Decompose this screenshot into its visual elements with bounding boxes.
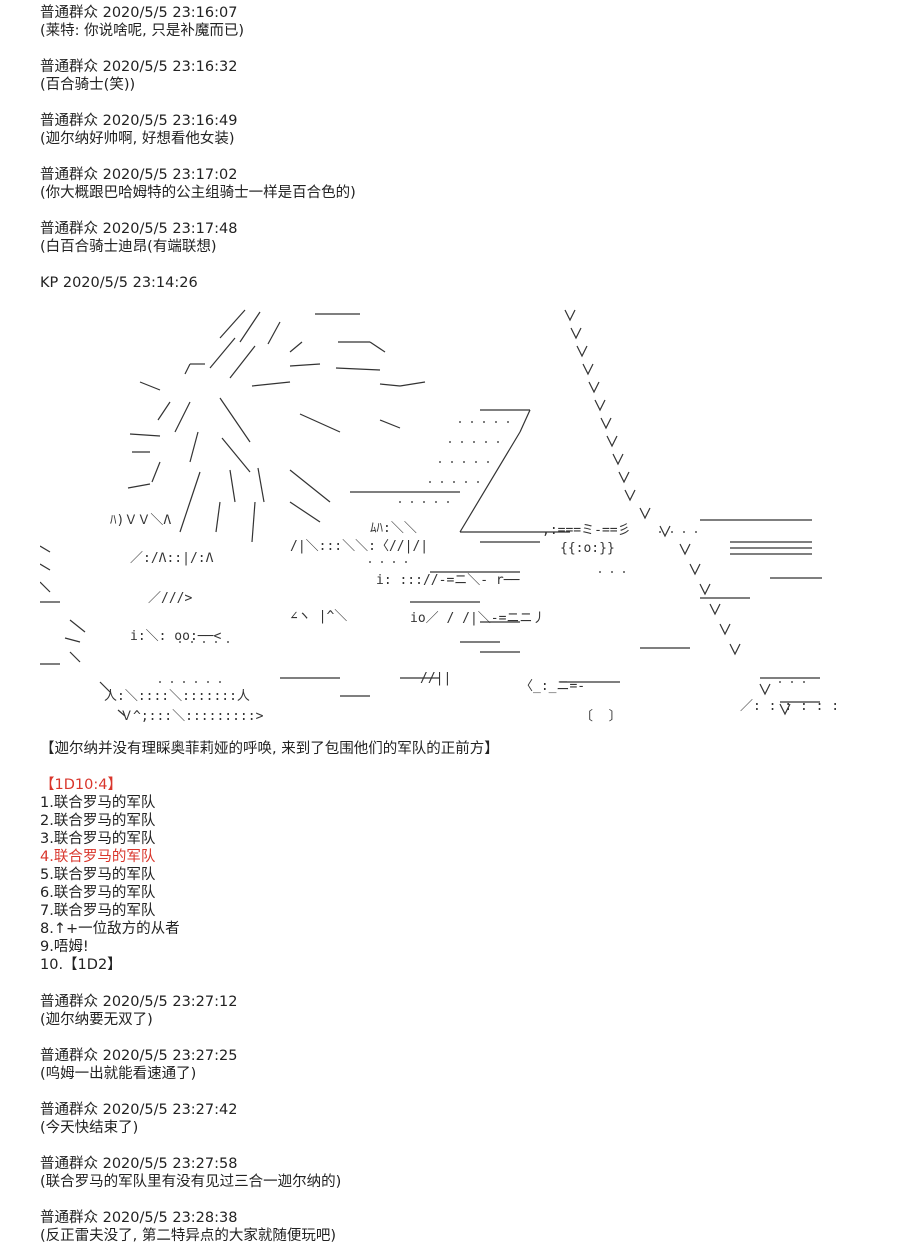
chat-message: 普通群众 2020/5/5 23:16:07 (莱特: 你说啥呢, 只是补魔而已… bbox=[40, 4, 880, 40]
narration-text: 【迦尔纳并没有理睬奥菲莉娅的呼唤, 来到了包围他们的军队的正前方】 bbox=[40, 741, 499, 757]
list-item: 6.联合罗马的军队 bbox=[40, 885, 156, 901]
svg-text:io／ / /|＼-=ニニ丿: io／ / /|＼-=ニニ丿 bbox=[410, 611, 545, 626]
message-header: 普通群众 2020/5/5 23:27:25 bbox=[40, 1048, 238, 1064]
list-item: 7.联合罗马的军队 bbox=[40, 903, 156, 919]
svg-text:{{:o:}}: {{:o:}} bbox=[560, 541, 615, 556]
svg-text:／///>: ／///> bbox=[148, 591, 192, 606]
message-text: (反正雷夫没了, 第二特异点的大家就随便玩吧) bbox=[40, 1228, 337, 1244]
message-header: 普通群众 2020/5/5 23:17:48 bbox=[40, 221, 238, 237]
svg-text:i:＼: oo:──<: i:＼: oo:──< bbox=[130, 629, 221, 644]
chat-log-bottom: 普通群众 2020/5/5 23:27:12 (迦尔纳要无双了) 普通群众 20… bbox=[40, 993, 880, 1245]
svg-text://||: //|| bbox=[420, 671, 451, 686]
list-item: 2.联合罗马的军队 bbox=[40, 813, 156, 829]
chat-message: 普通群众 2020/5/5 23:27:42 (今天快结束了) bbox=[40, 1101, 880, 1137]
chat-log-top: 普通群众 2020/5/5 23:16:07 (莱特: 你说啥呢, 只是补魔而已… bbox=[40, 4, 880, 292]
list-item: 5.联合罗马的军队 bbox=[40, 867, 156, 883]
svg-text:ﾑﾊ:＼＼: ﾑﾊ:＼＼ bbox=[370, 521, 417, 536]
ascii-art-illustration: ﾊ)ＶＶ＼Λ ／:/Λ::|/:Λ ／///> i:＼: oo:──< 人:＼:… bbox=[40, 309, 839, 722]
message-header: 普通群众 2020/5/5 23:27:58 bbox=[40, 1156, 238, 1172]
message-header: 普通群众 2020/5/5 23:16:49 bbox=[40, 113, 238, 129]
message-header: 普通群众 2020/5/5 23:17:02 bbox=[40, 167, 238, 183]
message-header: 普通群众 2020/5/5 23:28:38 bbox=[40, 1210, 238, 1226]
svg-text:/|＼:::＼＼:〈//|/|: /|＼:::＼＼:〈//|/| bbox=[290, 539, 428, 554]
figure-shield bbox=[350, 409, 540, 603]
chat-message: 普通群众 2020/5/5 23:17:02 (你大概跟巴哈姆特的公主组骑士一样… bbox=[40, 166, 880, 202]
message-text: (迦尔纳要无双了) bbox=[40, 1012, 153, 1028]
spear-shaft bbox=[540, 519, 822, 703]
message-text: (你大概跟巴哈姆特的公主组骑士一样是百合色的) bbox=[40, 185, 356, 201]
svg-text:Ｖ^;:::＼:::::::::>: Ｖ^;:::＼:::::::::> bbox=[120, 709, 264, 722]
list-item: 10.【1D2】 bbox=[40, 957, 122, 973]
svg-text:,:===ミ-==彡: ,:===ミ-==彡 bbox=[542, 523, 631, 538]
svg-text:／: : : : : :: ／: : : : : : bbox=[740, 699, 839, 714]
chat-message: 普通群众 2020/5/5 23:16:49 (迦尔纳好帅啊, 好想看他女装) bbox=[40, 112, 880, 148]
message-text: (莱特: 你说啥呢, 只是补魔而已) bbox=[40, 23, 245, 39]
chat-message: 普通群众 2020/5/5 23:28:38 (反正雷夫没了, 第二特异点的大家… bbox=[40, 1209, 880, 1245]
svg-text:∠ヽ |^＼: ∠ヽ |^＼ bbox=[290, 609, 347, 624]
message-text: (呜姆一出就能看速通了) bbox=[40, 1066, 197, 1082]
message-text: (白百合骑士迪昂(有端联想) bbox=[40, 239, 217, 255]
chat-message: 普通群众 2020/5/5 23:27:58 (联合罗马的军队里有没有见过三合一… bbox=[40, 1155, 880, 1191]
list-item: 1.联合罗马的军队 bbox=[40, 795, 156, 811]
kp-header: KP 2020/5/5 23:14:26 bbox=[40, 275, 198, 291]
chat-message: 普通群众 2020/5/5 23:17:48 (白百合骑士迪昂(有端联想) bbox=[40, 220, 880, 256]
message-header: 普通群众 2020/5/5 23:16:07 bbox=[40, 5, 238, 21]
dice-roll-label: 【1D10:4】 bbox=[40, 777, 122, 793]
chat-message: 普通群众 2020/5/5 23:27:12 (迦尔纳要无双了) bbox=[40, 993, 880, 1029]
narration-section: 【迦尔纳并没有理睬奥菲莉娅的呼唤, 来到了包围他们的军队的正前方】 【1D10:… bbox=[40, 740, 880, 974]
figure-dots bbox=[159, 421, 805, 683]
message-text: (联合罗马的军队里有没有见过三合一迦尔纳的) bbox=[40, 1174, 342, 1190]
figure-glyphs: ﾊ)ＶＶ＼Λ ／:/Λ::|/:Λ ／///> i:＼: oo:──< 人:＼:… bbox=[104, 513, 839, 722]
svg-text:〈_:_ニ=-: 〈_:_ニ=- bbox=[520, 679, 585, 694]
message-header: 普通群众 2020/5/5 23:16:32 bbox=[40, 59, 238, 75]
chat-message: 普通群众 2020/5/5 23:27:25 (呜姆一出就能看速通了) bbox=[40, 1047, 880, 1083]
message-header: 普通群众 2020/5/5 23:27:12 bbox=[40, 994, 238, 1010]
dice-option-list: 1.联合罗马的军队 2.联合罗马的军队 3.联合罗马的军队 4.联合罗马的军队 … bbox=[40, 794, 880, 974]
svg-text:人:＼::::＼:::::::人: 人:＼::::＼:::::::人 bbox=[104, 689, 250, 704]
message-text: (今天快结束了) bbox=[40, 1120, 139, 1136]
message-text: (迦尔纳好帅啊, 好想看他女装) bbox=[40, 131, 235, 147]
svg-text:i: ::://-=ニ＼- r──: i: ::://-=ニ＼- r── bbox=[376, 573, 520, 588]
svg-text:ﾊ)ＶＶ＼Λ: ﾊ)ＶＶ＼Λ bbox=[110, 513, 171, 528]
list-item: 8.↑+一位敌方的从者 bbox=[40, 921, 180, 937]
message-text: (百合骑士(笑)) bbox=[40, 77, 136, 93]
chat-message: 普通群众 2020/5/5 23:16:32 (百合骑士(笑)) bbox=[40, 58, 880, 94]
list-item: 9.唔姆! bbox=[40, 939, 89, 955]
figure-left bbox=[40, 545, 620, 717]
list-item-selected: 4.联合罗马的军队 bbox=[40, 849, 156, 865]
message-header: 普通群众 2020/5/5 23:27:42 bbox=[40, 1102, 238, 1118]
figure-hair bbox=[127, 309, 426, 543]
list-item: 3.联合罗马的军队 bbox=[40, 831, 156, 847]
spear bbox=[564, 309, 791, 716]
svg-text:〔__〕: 〔__〕 bbox=[580, 709, 622, 722]
svg-text:／:/Λ::|/:Λ: ／:/Λ::|/:Λ bbox=[130, 551, 214, 566]
